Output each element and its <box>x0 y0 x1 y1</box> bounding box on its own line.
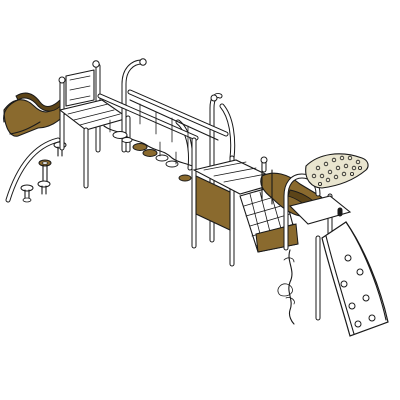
loop-handrails <box>121 58 236 243</box>
rock-climber-surface <box>305 153 369 189</box>
upper-deck <box>58 99 131 189</box>
curved-wall-surface <box>321 221 389 337</box>
stepping-post <box>20 184 34 203</box>
left-arch <box>5 137 61 203</box>
wave-slide <box>3 92 67 137</box>
stepping-post <box>38 159 52 187</box>
stepping-posts <box>20 141 67 203</box>
stepping-post <box>37 180 51 195</box>
wall-holds <box>340 254 376 328</box>
deck-side-panel <box>195 175 231 231</box>
lower-deck <box>191 137 284 267</box>
rock-climber-holds <box>311 155 362 186</box>
right-deck-platform <box>288 195 352 225</box>
rock-climber-panel <box>305 153 369 189</box>
chain-ladder <box>277 249 295 325</box>
bridge-plank <box>112 131 192 182</box>
chain-bridge <box>97 89 229 182</box>
curved-rock-wall <box>315 221 389 337</box>
net-base <box>255 223 299 253</box>
